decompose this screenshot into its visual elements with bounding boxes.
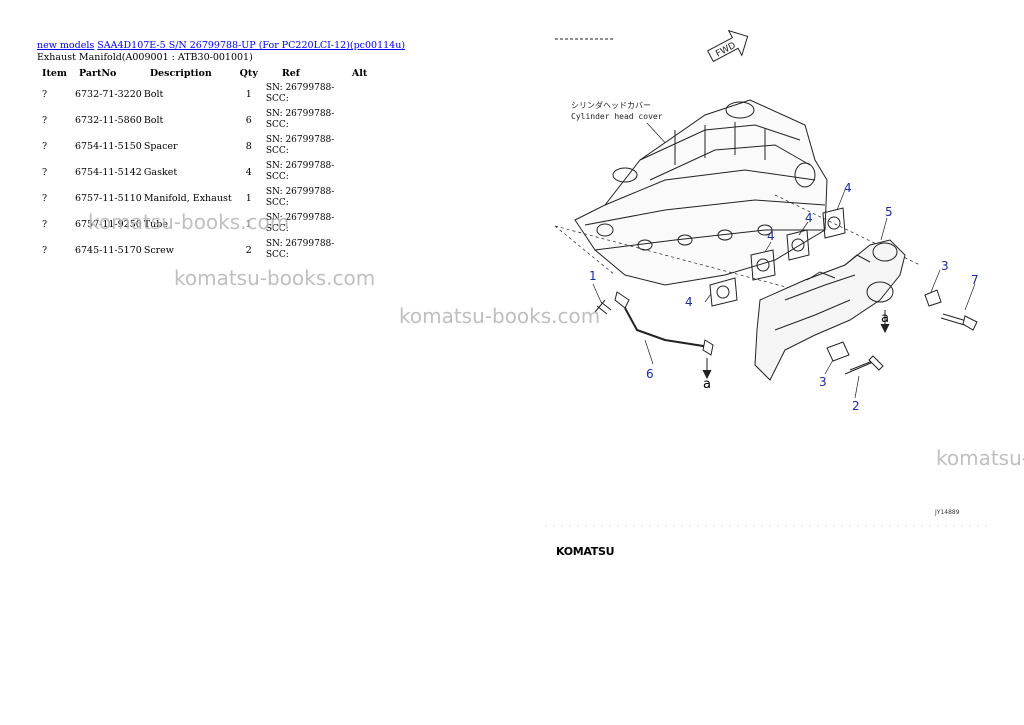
cell-description: Bolt	[143, 88, 164, 100]
header-item: Item	[42, 67, 67, 79]
cell-qty: 4	[245, 166, 252, 178]
label-jp: シリンダヘッドカバー	[571, 100, 651, 110]
reference-arrow-icon	[702, 310, 890, 380]
header-ref: Ref	[281, 67, 300, 79]
label-cylinder-head-cover: Cylinder head cover	[571, 112, 663, 121]
cell-alt	[338, 81, 373, 107]
parts-table: Item PartNo Description Qty Ref Alt ? 67…	[36, 65, 373, 263]
cell-item: ?	[42, 218, 48, 230]
breadcrumb: new models SAA4D107E-5 S/N 26799788-UP (…	[37, 40, 405, 52]
callout-4: 4	[844, 181, 852, 195]
callout-7: 7	[971, 273, 979, 287]
header-description: Description	[149, 67, 212, 79]
table-row: ? 6754-11-5142 Gasket 4 SN: 26799788-SCC…	[36, 159, 373, 185]
cell-item: ?	[42, 192, 48, 204]
page-subtitle: Exhaust Manifold(A009001 : ATB30-001001)	[37, 52, 253, 63]
komatsu-logo: KOMATSU	[556, 545, 615, 558]
callout-5: 5	[885, 205, 893, 219]
table-row: ? 6757-11-9250 Tube 1 SN: 26799788-SCC:	[36, 211, 373, 237]
cell-ref: SN: 26799788-SCC:	[265, 187, 335, 208]
header-partno: PartNo	[78, 67, 117, 79]
cell-partno: 6754-11-5142	[74, 166, 142, 178]
cell-partno: 6757-11-5110	[74, 192, 142, 204]
cell-item: ?	[42, 114, 48, 126]
cell-alt	[338, 185, 373, 211]
cell-alt	[338, 237, 373, 263]
gasket	[709, 207, 846, 307]
cell-ref: SN: 26799788-SCC:	[265, 239, 335, 260]
callout-2: 2	[852, 399, 860, 413]
watermark: komatsu-books.com	[174, 266, 376, 290]
cell-ref: SN: 26799788-SCC:	[265, 135, 335, 156]
cell-description: Bolt	[143, 114, 164, 126]
tube	[614, 291, 714, 356]
callout-4: 4	[685, 295, 693, 309]
ref-letter-a: a	[703, 377, 711, 392]
cell-alt	[338, 159, 373, 185]
cell-alt	[338, 211, 373, 237]
exhaust-manifold-diagram: FWD シリンダヘッドカバー Cylinder head cover	[545, 30, 990, 527]
cell-ref: SN: 26799788-SCC:	[265, 161, 335, 182]
callout-1: 1	[589, 269, 597, 283]
cell-qty: 1	[245, 218, 252, 230]
engine-block	[574, 99, 828, 286]
table-row: ? 6754-11-5150 Spacer 8 SN: 26799788-SCC…	[36, 133, 373, 159]
cell-partno: 6732-71-3220	[74, 88, 142, 100]
cell-description: Tube	[143, 218, 168, 230]
fwd-arrow-icon: FWD	[707, 30, 749, 63]
table-row: ? 6732-71-3220 Bolt 1 SN: 26799788-SCC:	[36, 81, 373, 107]
table-header-row: Item PartNo Description Qty Ref Alt	[36, 65, 373, 81]
cell-qty: 6	[245, 114, 252, 126]
cell-ref: SN: 26799788-SCC:	[265, 83, 335, 104]
drawing-id: JY14889	[935, 509, 960, 516]
spacer	[826, 289, 942, 362]
callout-6: 6	[646, 367, 654, 381]
cell-description: Screw	[143, 244, 174, 256]
cell-item: ?	[42, 244, 48, 256]
header-qty: Qty	[239, 67, 258, 79]
callout-4: 4	[805, 211, 813, 225]
header-alt: Alt	[351, 67, 368, 79]
table-row: ? 6732-11-5860 Bolt 6 SN: 26799788-SCC:	[36, 107, 373, 133]
exhaust-manifold	[754, 239, 906, 381]
callout-3: 3	[819, 375, 827, 389]
cell-qty: 1	[245, 88, 252, 100]
callout-3: 3	[941, 259, 949, 273]
breadcrumb-link-new-models[interactable]: new models	[37, 40, 95, 51]
cell-qty: 2	[245, 244, 252, 256]
cell-item: ?	[42, 88, 48, 100]
ref-letter-a: a	[881, 311, 889, 326]
fwd-label: FWD	[714, 41, 737, 60]
cell-description: Manifold, Exhaust	[143, 192, 232, 204]
cell-partno: 6754-11-5150	[74, 140, 142, 152]
cell-description: Spacer	[143, 140, 178, 152]
breadcrumb-link-model[interactable]: SAA4D107E-5 S/N 26799788-UP (For PC220LC…	[97, 40, 406, 51]
cell-ref: SN: 26799788-SCC:	[265, 109, 335, 130]
cell-alt	[338, 133, 373, 159]
cell-qty: 8	[245, 140, 252, 152]
cell-description: Gasket	[143, 166, 178, 178]
bolt	[844, 313, 978, 375]
callout-4: 4	[767, 229, 775, 243]
table-row: ? 6757-11-5110 Manifold, Exhaust 1 SN: 2…	[36, 185, 373, 211]
cell-ref: SN: 26799788-SCC:	[265, 213, 335, 234]
cell-item: ?	[42, 140, 48, 152]
cell-alt	[338, 107, 373, 133]
cell-partno: 6732-11-5860	[74, 114, 142, 126]
table-row: ? 6745-11-5170 Screw 2 SN: 26799788-SCC:	[36, 237, 373, 263]
bolt	[594, 299, 612, 315]
cell-qty: 1	[245, 192, 252, 204]
cell-partno: 6757-11-9250	[74, 218, 142, 230]
cell-partno: 6745-11-5170	[74, 244, 142, 256]
cell-item: ?	[42, 166, 48, 178]
